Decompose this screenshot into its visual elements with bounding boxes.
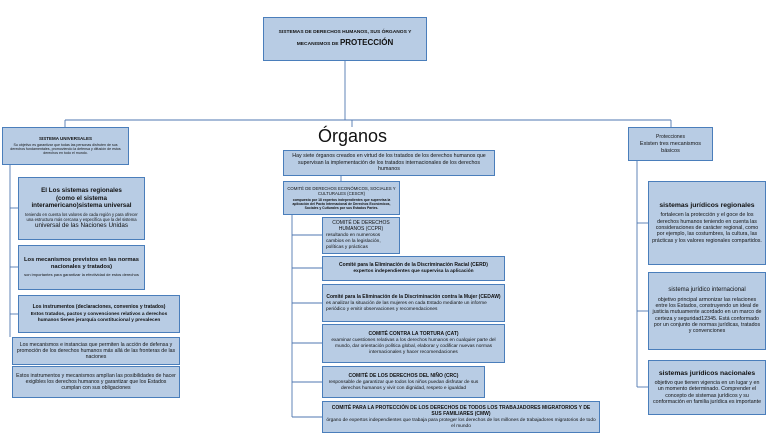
system-regional-node: sistemas jurídicos regionales fortalecen… [648,181,766,265]
regional-systems-text-main: teniendo en cuenta los valores de cada r… [25,212,138,223]
committee-crc-text: responsable de garantizar que todos los … [328,379,479,391]
system-internacional-title: sistema jurídico internacional [668,287,746,294]
instances-node: Los mecanismos e instancias que permiten… [12,337,180,365]
regional-systems-text-emphasis: universal de las Naciones Unidas [34,222,129,230]
root-node: SISTEMAS DE DERECHOS HUMANOS, SUS ÓRGANO… [263,17,427,61]
system-internacional-text: objetivo principal armonizar las relacio… [652,296,762,335]
national-mechanisms-title: Los mecanismos previstos en las normas n… [23,257,140,271]
system-nacional-title: sistemas jurídicos nacionales [658,369,756,377]
committee-crc-node: COMITÉ DE LOS DERECHOS DEL NIÑO (CRC) re… [322,366,485,398]
universal-header-node: SISTEMA UNIVERSALES Su objetivo es garan… [2,127,129,165]
organos-intro-node: Hay siete órganos creados en virtud de l… [283,150,495,176]
committee-cat-node: COMITÉ CONTRA LA TORTURA (CAT) examinar … [322,324,505,363]
regional-systems-node: El Los sistemas regionales (como el sist… [18,177,145,240]
regional-systems-text: teniendo en cuenta los valores de cada r… [22,212,141,230]
national-mechanisms-node: Los mecanismos previstos en las normas n… [18,245,145,290]
committee-cedaw-text: es analizar la situación de las mujeres … [326,300,487,312]
system-nacional-node: sistemas jurídicos nacionales objetivo q… [648,360,766,415]
committee-cmw-node: COMITÉ PARA LA PROTECCIÓN DE LOS DERECHO… [322,401,600,433]
regional-systems-title-2: (como el sistema interamericano)sistema … [31,194,132,210]
universal-header-text: Su objetivo es garantizar que todas las … [10,142,121,156]
organos-heading: Órganos [318,126,388,146]
protecciones-header-text: Existen tres mecanismos básicos [639,140,702,154]
root-title-emphasis: PROTECCIÓN [339,37,394,47]
regional-systems-title-1: El Los sistemas regionales [41,187,122,195]
instruments-text: Estos tratados, pactos y convenciones re… [30,312,168,323]
committee-ccpr-title: COMITÉ DE DERECHOS HUMANOS (CCPR) [332,220,390,233]
scope-node: Estos instrumentos y mecanismos amplían … [12,366,180,398]
committee-cat-title: COMITÉ CONTRA LA TORTURA (CAT) [368,331,459,338]
committee-cedaw-title: Comité para la Eliminación de la Discrim… [326,293,501,300]
system-regional-title: sistemas jurídicos regionales [659,202,755,210]
committee-crc-title: COMITÉ DE LOS DERECHOS DEL NIÑO (CRC) [348,372,459,379]
instruments-title: Los instrumentos (declaraciones, conveni… [32,304,166,311]
committee-cedaw-node: Comité para la Eliminación de la Discrim… [322,284,505,322]
root-title-main: SISTEMAS DE DERECHOS HUMANOS, SUS ÓRGANO… [278,30,412,47]
system-regional-text: fortalecen la protección y el goce de lo… [652,212,762,244]
committee-cmw-text: órgano de expertos independientes que tr… [326,417,596,429]
national-mechanisms-text: son importantes para garantizar la efect… [24,272,139,278]
scope-text: Estos instrumentos y mecanismos amplían … [16,372,176,392]
committee-cerd-text: expertos independientes que supervisa la… [353,269,474,275]
committee-ccpr-node: COMITÉ DE DERECHOS HUMANOS (CCPR) result… [322,217,400,254]
instances-text: Los mecanismos e instancias que permiten… [16,341,176,361]
system-nacional-text: objetivo que tienen vigencia en un lugar… [652,379,762,405]
committee-cescr-node: COMITÉ DE DERECHOS ECONÓMICOS, SOCIALES … [283,181,400,215]
protecciones-header-node: Protecciones Existen tres mecanismos bás… [628,127,713,161]
organos-intro-text: Hay siete órganos creados en virtud de l… [292,153,486,173]
universal-header-title: SISTEMA UNIVERSALES [38,136,93,142]
committee-cat-text: examinar cuestiones relativas a los dere… [331,338,496,355]
root-title: SISTEMAS DE DERECHOS HUMANOS, SUS ÓRGANO… [267,29,423,48]
committee-cerd-node: Comité para la Eliminación de la Discrim… [322,256,505,281]
committee-cescr-text: compuesto por 18 expertos independientes… [292,197,391,210]
committee-cescr-title: COMITÉ DE DERECHOS ECONÓMICOS, SOCIALES … [287,186,396,197]
system-internacional-node: sistema jurídico internacional objetivo … [648,272,766,350]
committee-cmw-title: COMITÉ PARA LA PROTECCIÓN DE LOS DERECHO… [331,404,591,417]
committee-ccpr-text: resultando en numerosos cambios en la le… [326,233,381,250]
instruments-node: Los instrumentos (declaraciones, conveni… [18,295,180,333]
committee-cerd-title: Comité para la Eliminación de la Discrim… [339,262,488,269]
protecciones-header-title: Protecciones [656,133,685,140]
